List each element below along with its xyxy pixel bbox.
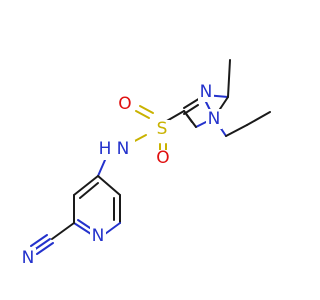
oxygen-top-label: O: [118, 94, 131, 114]
nitrile-n-label: N: [22, 248, 35, 268]
pyridine-n-label: N: [92, 226, 105, 246]
bond-c2-cn: [51, 222, 75, 240]
bond-py-6: [73, 175, 99, 196]
nitrile-n-label-bg: [20, 248, 36, 268]
imidazole-n3-label: N: [200, 82, 213, 102]
bond-py-3: [104, 222, 121, 235]
bond-cn-triple-c: [30, 234, 48, 247]
sulfur-label-bg: [154, 120, 170, 140]
n1-label-bg: [206, 109, 222, 129]
structure-drawing: N N O S O H N N N: [20, 59, 271, 268]
bond-c5-c4-double: [183, 110, 193, 123]
bond-ethyl-2: [246, 111, 271, 126]
bond-py-6-inner: [79, 182, 99, 199]
bond-py-4: [73, 222, 92, 235]
bond-py-4-inner: [77, 219, 91, 229]
bond-s-o-top-b: [135, 110, 150, 119]
nh-hydrogen-label: H: [99, 139, 112, 159]
bond-s-o-top-a: [139, 105, 154, 114]
nh-nitrogen-label: N: [117, 139, 130, 159]
bond-c2-methyl: [227, 59, 231, 98]
oxygen-bottom-label-bg: [155, 150, 171, 170]
nh-label-bg: [99, 140, 135, 160]
bond-cn-triple-a: [33, 238, 51, 251]
bond-n-c4py: [97, 159, 106, 177]
oxygen-bottom-label: O: [156, 148, 169, 168]
molecule-diagram: N N O S O H N N N: [20, 59, 271, 268]
imidazole-n1-label: N: [208, 109, 221, 129]
n3-label-bg: [198, 82, 214, 102]
sulfur-label: S: [157, 119, 168, 139]
oxygen-top-label-bg: [117, 96, 133, 116]
bond-ethyl-1: [225, 124, 248, 137]
pyridine-n-label-bg: [90, 226, 106, 246]
bond-py-1: [97, 175, 121, 196]
bond-cn-triple-b: [36, 242, 54, 255]
